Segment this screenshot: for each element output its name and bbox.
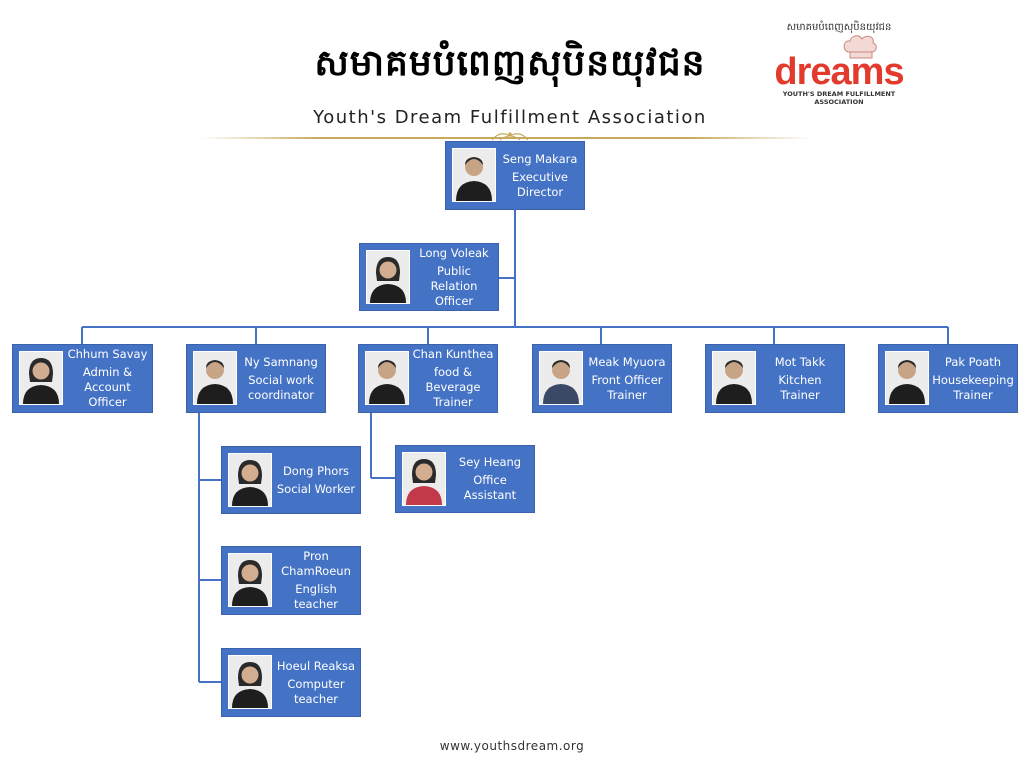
logo-wordmark: dreams: [774, 51, 904, 93]
person-female-icon: [402, 452, 446, 506]
staff-name: Pak Poath: [944, 354, 1002, 369]
staff-role: Social Worker: [276, 481, 356, 496]
staff-name: Hoeul Reaksa: [276, 658, 356, 673]
person-male-icon: [365, 351, 409, 405]
logo-khmer-text: សមាគមបំពេញសុបិនយុវជន: [786, 22, 892, 33]
person-male-icon: [712, 351, 756, 405]
staff-role: Housekeeping Trainer: [932, 372, 1014, 402]
staff-role: Front Officer Trainer: [591, 372, 663, 402]
staff-role: food & Beverage Trainer: [425, 365, 481, 409]
staff-name: Meak Myuora: [588, 354, 666, 369]
person-female-icon: [19, 351, 63, 405]
ornament-icon: [491, 132, 529, 141]
person-female-icon: [366, 250, 410, 304]
person-male-icon: [539, 351, 583, 405]
staff-role: Kitchen Trainer: [778, 372, 822, 402]
staff-role: Public Relation Officer: [430, 263, 478, 308]
dreams-logo: សមាគមបំពេញសុបិនយុវជន dreams YOUTH'S DREA…: [764, 20, 914, 106]
person-female-icon: [228, 553, 272, 607]
org-title-khmer: សមាគមបំពេញសុបិនយុវជន: [314, 43, 706, 84]
person-female-icon: [228, 453, 272, 507]
staff-name: Chhum Savay: [67, 347, 148, 361]
staff-name: Ny Samnang: [244, 354, 318, 369]
person-male-icon: [452, 148, 496, 202]
logo-subtitle: YOUTH'S DREAM FULFILLMENT ASSOCIATION: [782, 90, 896, 106]
staff-name: Sey Heang: [458, 455, 522, 469]
staff-role: Admin & Account Officer: [82, 365, 133, 409]
org-title-english: Youth's Dream Fulfillment Association: [313, 107, 707, 128]
staff-name: Mot Takk: [774, 354, 826, 369]
staff-role: Executive Director: [512, 169, 568, 199]
staff-name: Seng Makara: [502, 151, 578, 166]
staff-name: Pron ChamRoeun: [281, 549, 351, 578]
person-female-icon: [228, 655, 272, 709]
title-divider: [200, 137, 810, 139]
staff-role: Social work coordinator: [247, 372, 315, 402]
person-male-icon: [193, 351, 237, 405]
staff-name: Long Voleak: [419, 245, 489, 260]
chef-hat-icon: [843, 35, 877, 59]
staff-role: Computer teacher: [287, 676, 345, 706]
staff-card-chan-kunthea: Chan Kunthea food & Beverage Trainer: [358, 344, 498, 413]
website-link[interactable]: www.youthsdream.org: [439, 739, 585, 753]
staff-role: Office Assistant: [463, 473, 517, 502]
staff-name: Dong Phors: [282, 463, 350, 478]
staff-role: English teacher: [293, 582, 339, 611]
person-male-icon: [885, 351, 929, 405]
staff-name: Chan Kunthea: [412, 347, 494, 361]
